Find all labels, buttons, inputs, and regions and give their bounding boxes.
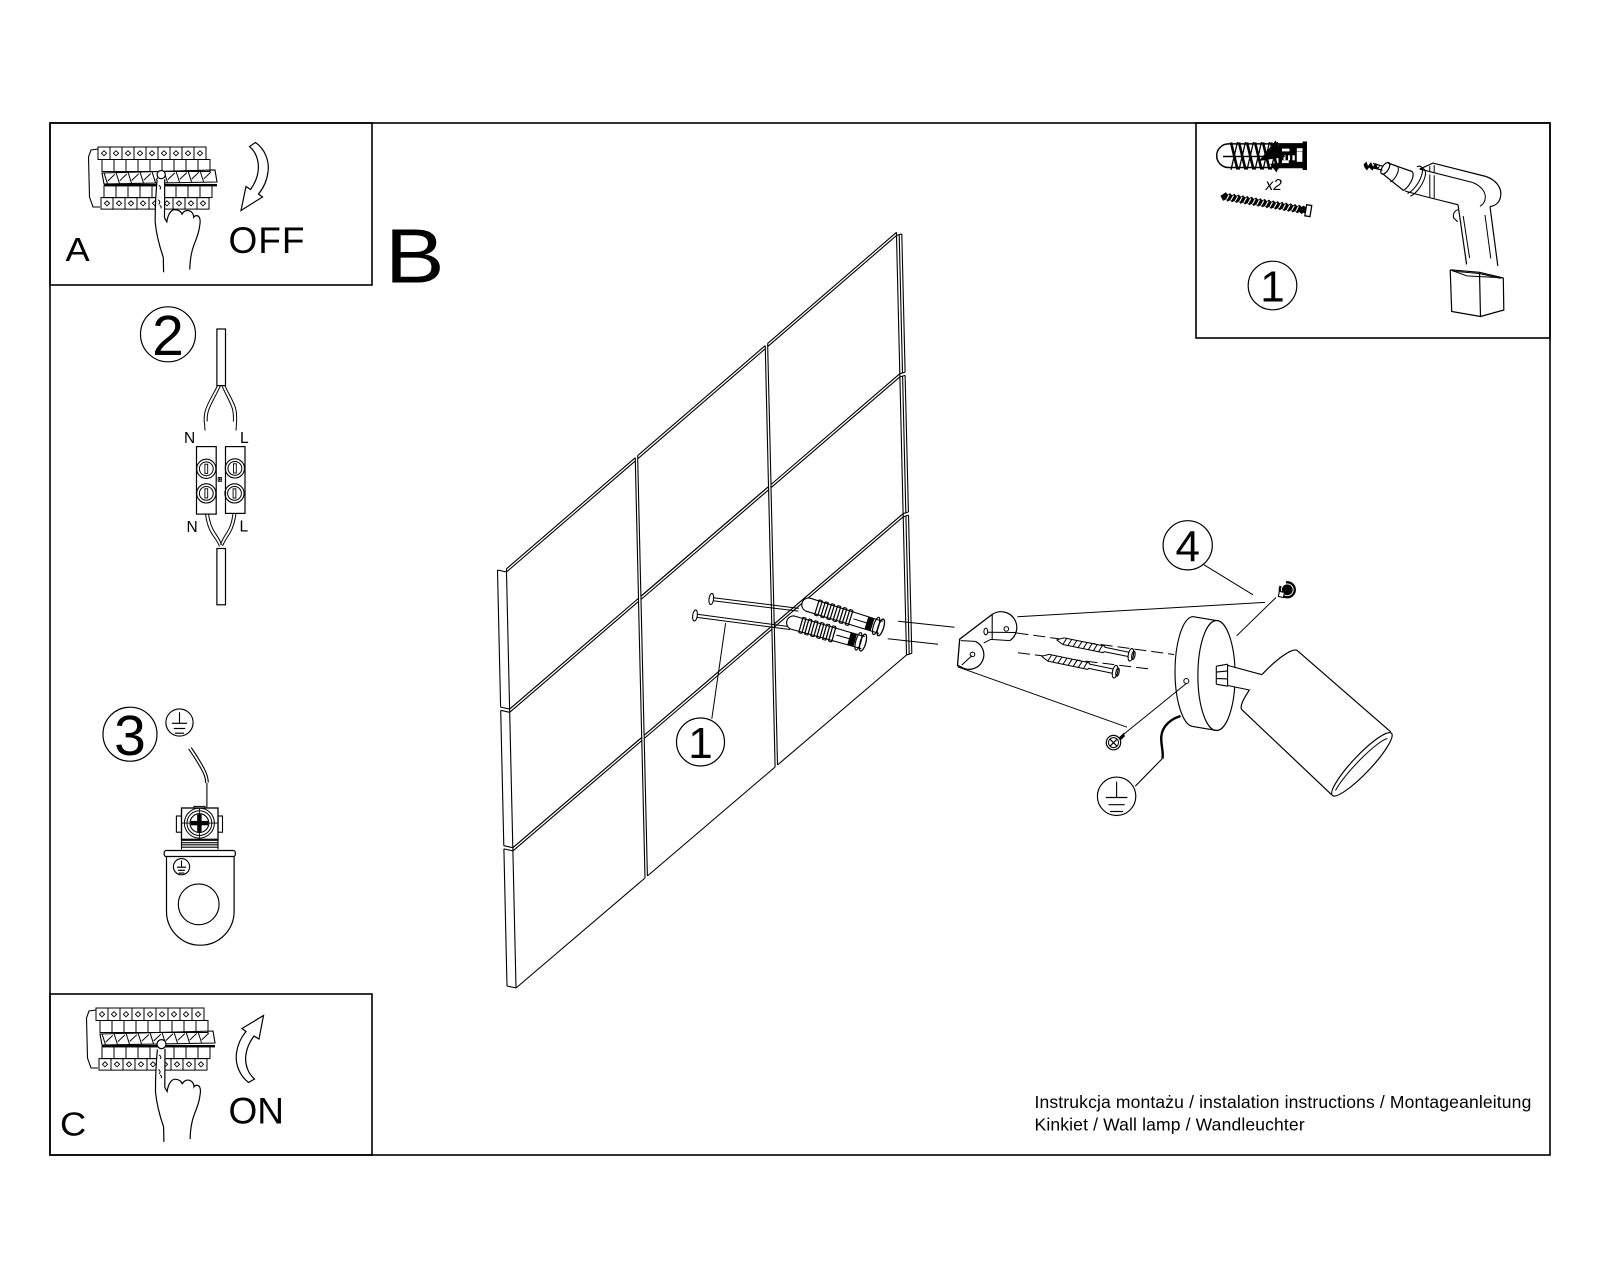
svg-text:4: 4 xyxy=(1175,522,1199,571)
svg-text:L: L xyxy=(240,430,249,447)
svg-text:A: A xyxy=(66,232,91,268)
svg-text:x2: x2 xyxy=(1265,177,1283,194)
svg-text:1: 1 xyxy=(1260,263,1284,312)
svg-text:B: B xyxy=(385,213,445,299)
svg-text:C: C xyxy=(60,1107,86,1143)
svg-text:3: 3 xyxy=(114,704,146,768)
svg-text:OFF: OFF xyxy=(229,220,306,261)
svg-text:N: N xyxy=(187,519,198,536)
svg-text:N: N xyxy=(184,430,195,447)
svg-text:1: 1 xyxy=(688,719,712,768)
svg-text:ON: ON xyxy=(229,1091,285,1132)
svg-text:Kinkiet / Wall lamp / Wandleuc: Kinkiet / Wall lamp / Wandleuchter xyxy=(1035,1115,1305,1135)
svg-text:L: L xyxy=(240,519,249,536)
svg-text:Instrukcja montażu / instalati: Instrukcja montażu / instalation instruc… xyxy=(1035,1092,1532,1112)
svg-text:2: 2 xyxy=(152,304,184,368)
